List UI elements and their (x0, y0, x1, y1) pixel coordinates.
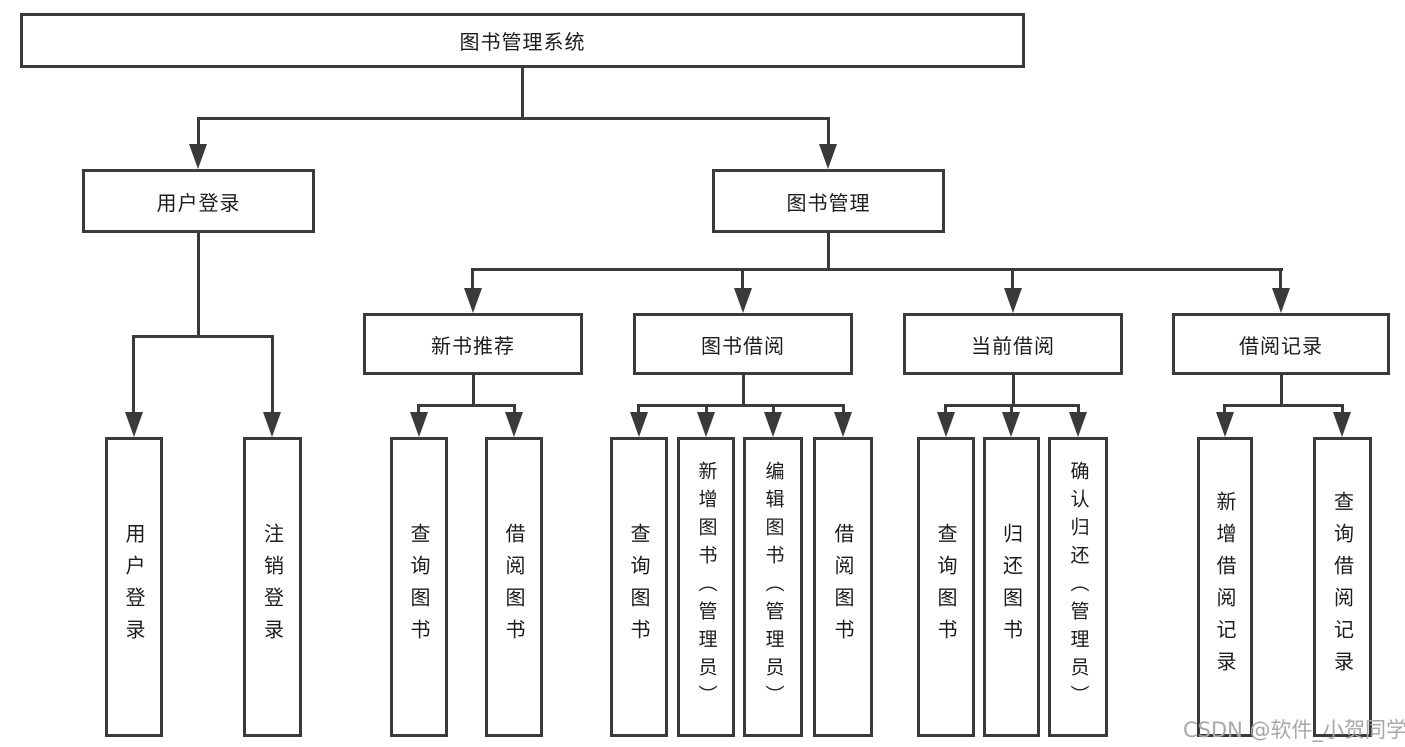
leaf-query-books-borrowing: 查询图书 (610, 437, 668, 737)
connector-branch (637, 404, 845, 407)
node-current-borrowing: 当前借阅 (903, 313, 1123, 375)
node-current-borrowing-label: 当前借阅 (971, 333, 1055, 358)
arrowhead-down-icon (1002, 412, 1020, 437)
connector-stem (742, 375, 745, 407)
node-user-login: 用户登录 (82, 169, 315, 233)
arrowhead-down-icon (834, 412, 852, 437)
connector-drop (944, 404, 947, 416)
arrowhead-down-icon (1004, 288, 1022, 313)
leaf-query-books-current: 查询图书 (917, 437, 975, 737)
leaf-confirm-return-admin-label: 确认归还（管理员） (1067, 461, 1090, 713)
arrowhead-down-icon (1272, 288, 1290, 313)
arrowhead-down-icon (697, 412, 715, 437)
connector-drop (417, 404, 420, 416)
connector-drop (271, 335, 274, 415)
connector-stem (827, 233, 830, 271)
leaf-confirm-return-admin: 确认归还（管理员） (1048, 437, 1108, 737)
node-library-system: 图书管理系统 (20, 13, 1025, 68)
leaf-add-borrow-record-label: 新增借阅记录 (1213, 491, 1237, 683)
connector-drop (1341, 404, 1344, 416)
connector-stem (472, 375, 475, 407)
connector-drop (827, 117, 830, 147)
arrowhead-down-icon (189, 144, 207, 169)
connector-drop (637, 404, 640, 416)
leaf-edit-books-admin-label: 编辑图书（管理员） (762, 461, 785, 713)
node-new-book-recommend-label: 新书推荐 (431, 333, 515, 358)
leaf-user-login: 用户登录 (105, 437, 163, 737)
arrowhead-down-icon (1216, 412, 1234, 437)
leaf-query-books-borrowing-label: 查询图书 (627, 523, 651, 651)
connector-branch (197, 117, 830, 120)
connector-drop (197, 117, 200, 147)
node-book-management-label: 图书管理 (786, 190, 871, 215)
leaf-add-books-admin: 新增图书（管理员） (677, 437, 735, 737)
connector-stem (1012, 375, 1015, 407)
leaf-logout: 注销登录 (243, 437, 302, 737)
node-new-book-recommend: 新书推荐 (363, 313, 583, 375)
node-book-borrowing-label: 图书借阅 (701, 333, 785, 358)
arrowhead-down-icon (764, 412, 782, 437)
leaf-user-login-label: 用户登录 (122, 523, 146, 651)
arrowhead-down-icon (410, 412, 428, 437)
leaf-query-borrow-record: 查询借阅记录 (1313, 437, 1372, 737)
connector-drop (741, 268, 744, 291)
arrowhead-down-icon (263, 412, 281, 437)
node-borrowing-records-label: 借阅记录 (1239, 333, 1323, 358)
leaf-query-books-current-label: 查询图书 (934, 523, 958, 651)
connector-drop (1279, 268, 1282, 291)
connector-drop (1011, 268, 1014, 291)
node-book-management: 图书管理 (712, 169, 945, 233)
leaf-logout-label: 注销登录 (260, 523, 285, 651)
connector-branch (132, 335, 274, 338)
arrowhead-down-icon (1069, 412, 1087, 437)
node-book-borrowing: 图书借阅 (633, 313, 853, 375)
connector-drop (513, 404, 516, 416)
connector-branch (471, 268, 1283, 271)
connector-drop (471, 268, 474, 291)
connector-drop (842, 404, 845, 416)
leaf-add-borrow-record: 新增借阅记录 (1197, 437, 1253, 737)
connector-drop (1010, 404, 1013, 416)
arrowhead-down-icon (1333, 412, 1351, 437)
node-user-login-label: 用户登录 (156, 190, 241, 215)
leaf-borrow-books-borrowing: 借阅图书 (813, 437, 873, 737)
node-borrowing-records: 借阅记录 (1172, 313, 1390, 375)
connector-drop (705, 404, 708, 416)
connector-stem (197, 233, 200, 338)
leaf-borrow-books-recommend: 借阅图书 (485, 437, 543, 737)
connector-drop (772, 404, 775, 416)
leaf-edit-books-admin: 编辑图书（管理员） (743, 437, 803, 737)
connector-drop (132, 335, 135, 415)
leaf-return-books-label: 归还图书 (999, 523, 1024, 651)
arrowhead-down-icon (505, 412, 523, 437)
connector-drop (1223, 404, 1226, 416)
connector-branch (417, 404, 516, 407)
leaf-borrow-books-borrowing-label: 借阅图书 (831, 523, 855, 651)
leaf-return-books: 归还图书 (983, 437, 1040, 737)
connector-drop (1077, 404, 1080, 416)
leaf-query-borrow-record-label: 查询借阅记录 (1330, 491, 1355, 683)
node-library-system-label: 图书管理系统 (459, 30, 586, 54)
arrowhead-down-icon (937, 412, 955, 437)
arrowhead-down-icon (734, 288, 752, 313)
leaf-borrow-books-recommend-label: 借阅图书 (502, 523, 526, 651)
connector-stem (1280, 375, 1283, 407)
arrowhead-down-icon (464, 288, 482, 313)
leaf-add-books-admin-label: 新增图书（管理员） (695, 461, 718, 713)
connector-branch (1223, 404, 1344, 407)
arrowhead-down-icon (630, 412, 648, 437)
leaf-query-books-recommend: 查询图书 (390, 437, 448, 737)
watermark: CSDN @软件_小贺同学 (1183, 718, 1405, 742)
leaf-query-books-recommend-label: 查询图书 (407, 523, 431, 651)
connector-stem (521, 68, 524, 120)
arrowhead-down-icon (819, 144, 837, 169)
arrowhead-down-icon (125, 412, 143, 437)
